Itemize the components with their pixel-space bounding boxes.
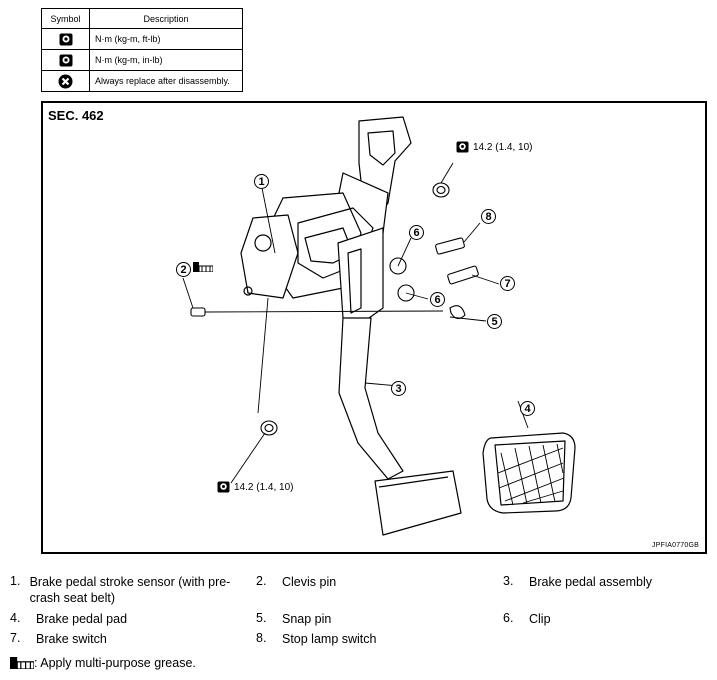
legend-item: 6. Clip — [503, 611, 551, 626]
section-label: SEC. 462 — [48, 108, 104, 123]
torque-value-top: 14.2 (1.4, 10) — [473, 141, 533, 153]
legend-item: 7. Brake switch — [10, 631, 107, 646]
callout-5: 5 — [487, 314, 502, 329]
torque-wrench-small-icon — [59, 54, 72, 66]
symbol-desc-1: N·m (kg-m, ft-lb) — [89, 28, 243, 50]
symbol-header: Symbol — [41, 8, 90, 29]
symbol-desc-2: N·m (kg-m, in-lb) — [89, 49, 243, 71]
exploded-view-figure: SEC. 462 — [41, 101, 707, 554]
brake-pedal-illustration — [182, 116, 576, 536]
legend-item: 3. Brake pedal assembly — [503, 574, 652, 589]
legend-item: 1. Brake pedal stroke sensor (with pre-c… — [10, 574, 231, 605]
torque-wrench-icon — [217, 481, 230, 493]
grease-icon — [193, 262, 213, 272]
callout-2: 2 — [176, 262, 191, 277]
torque-spec-bottom: 14.2 (1.4, 10) — [217, 481, 293, 493]
callout-7: 7 — [500, 276, 515, 291]
callout-4: 4 — [520, 401, 535, 416]
torque-wrench-icon — [59, 33, 72, 45]
callout-3: 3 — [391, 381, 406, 396]
figure-id: JPFIA0770GB — [652, 542, 699, 549]
always-replace-icon — [58, 74, 73, 88]
symbol-table: Symbol Description N·m (kg-m, ft-lb) N·m… — [41, 8, 243, 92]
torque-value-bottom: 14.2 (1.4, 10) — [234, 481, 294, 493]
torque-wrench-icon — [456, 141, 469, 153]
legend-item: 4. Brake pedal pad — [10, 611, 128, 626]
symbol-desc-3: Always replace after disassembly. — [89, 70, 243, 92]
callout-6a: 6 — [409, 225, 424, 240]
legend-item: 2. Clevis pin — [256, 574, 337, 589]
legend-item: 8. Stop lamp switch — [256, 631, 377, 646]
legend-item: 5. Snap pin — [256, 611, 332, 626]
callout-1: 1 — [254, 174, 269, 189]
callout-8: 8 — [481, 209, 496, 224]
grease-note-text: : Apply multi-purpose grease. — [34, 656, 196, 670]
grease-icon — [10, 657, 34, 669]
grease-note: : Apply multi-purpose grease. — [10, 656, 196, 670]
description-header: Description — [89, 8, 243, 29]
torque-spec-top: 14.2 (1.4, 10) — [456, 141, 532, 153]
callout-6b: 6 — [430, 292, 445, 307]
